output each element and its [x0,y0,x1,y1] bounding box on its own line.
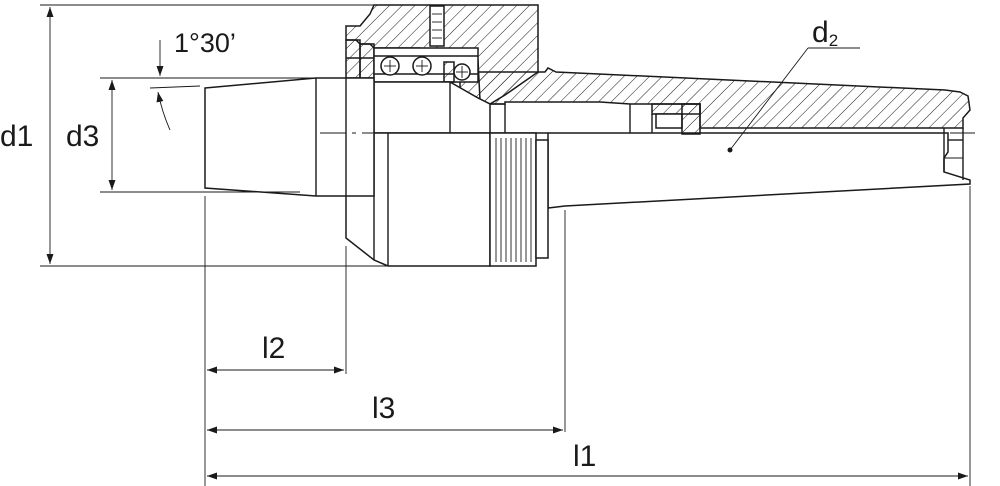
label-l3: l3 [372,392,395,425]
dimension-angle [149,40,201,131]
ball-bearing-1 [380,56,400,76]
label-l1: l1 [573,440,596,473]
extension-lines [40,4,971,486]
label-d2: d2 [812,16,838,50]
label-l2: l2 [262,332,285,365]
label-d1: d1 [0,120,33,153]
needle-bearing [629,103,701,135]
leader-d2 [727,47,860,153]
taper-shank [459,67,971,209]
grease-screw [429,5,445,47]
seal-rings [345,39,375,79]
threaded-ring [489,132,549,267]
ball-bearing-2 [412,56,432,76]
point-cone [204,77,375,197]
ball-bearing-3 [453,63,471,81]
shank-upper-section [459,67,971,129]
bearing-assembly [373,47,479,83]
shank-lower-section [547,132,971,209]
label-d3: d3 [66,120,99,153]
center-point [204,77,375,197]
label-angle: 1°30’ [174,28,236,58]
